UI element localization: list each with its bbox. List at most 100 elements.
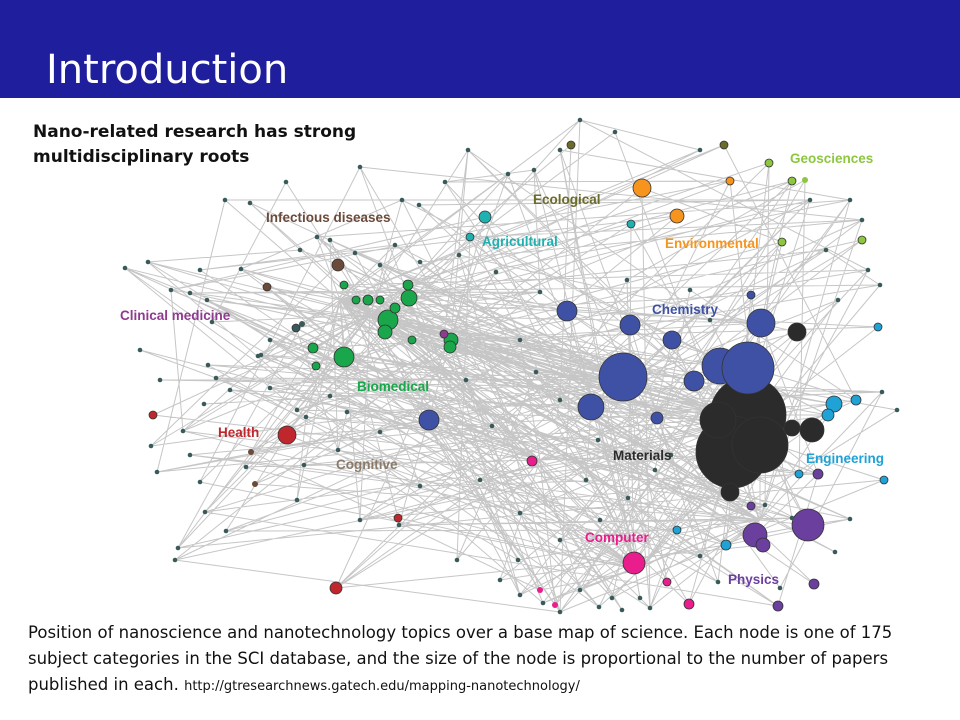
node-small-node xyxy=(505,171,511,177)
node-materials xyxy=(720,482,740,502)
node-small-node xyxy=(894,407,900,413)
node-environmental xyxy=(725,176,735,186)
label-cognitive: Cognitive xyxy=(336,457,398,472)
science-map: Geosciences Ecological Infectious diseas… xyxy=(120,117,900,615)
node-small-node xyxy=(647,605,653,611)
node-small-node xyxy=(707,317,713,323)
node-small-node xyxy=(668,452,674,458)
node-small-node xyxy=(314,234,320,240)
node-engineering xyxy=(720,539,732,551)
node-environmental xyxy=(669,208,685,224)
node-small-node xyxy=(595,437,601,443)
caption-text: Position of nanoscience and nanotechnolo… xyxy=(28,623,893,694)
node-agricultural xyxy=(626,219,636,229)
node-small-node xyxy=(823,247,829,253)
node-agricultural xyxy=(478,210,492,224)
node-small-node xyxy=(209,319,215,325)
node-small-node xyxy=(652,467,658,473)
node-biomedical xyxy=(362,294,374,306)
node-engineering xyxy=(873,322,883,332)
node-small-node xyxy=(807,197,813,203)
node-small-node xyxy=(865,267,871,273)
node-small-node xyxy=(463,377,469,383)
node-small-node xyxy=(517,592,523,598)
node-small-node xyxy=(303,414,309,420)
node-small-node xyxy=(294,407,300,413)
slide-header: Introduction xyxy=(0,0,960,98)
node-small-node xyxy=(238,266,244,272)
node-infectious xyxy=(262,282,272,292)
node-small-node xyxy=(255,353,261,359)
node-small-node xyxy=(877,282,883,288)
node-small-node xyxy=(697,553,703,559)
node-small-node xyxy=(213,375,219,381)
label-chemistry: Chemistry xyxy=(652,302,719,317)
node-small-node xyxy=(609,595,615,601)
node-small-node xyxy=(267,385,273,391)
node-small-node xyxy=(168,287,174,293)
node-geosciences xyxy=(787,176,797,186)
node-small-node xyxy=(687,287,693,293)
node-infectious xyxy=(252,481,258,487)
node-small-node xyxy=(454,557,460,563)
node-small-node xyxy=(537,289,543,295)
node-physics xyxy=(772,600,784,612)
node-chemistry xyxy=(577,393,605,421)
node-small-node xyxy=(299,321,305,327)
node-small-node xyxy=(416,202,422,208)
node-small-node xyxy=(223,528,229,534)
node-small-node xyxy=(531,167,537,173)
node-computer xyxy=(622,551,646,575)
node-materials xyxy=(787,322,807,342)
node-small-node xyxy=(762,502,768,508)
node-small-node xyxy=(879,389,885,395)
node-clinical xyxy=(439,329,449,339)
node-chemistry xyxy=(556,300,578,322)
node-chemistry xyxy=(418,409,440,431)
node-small-node xyxy=(137,347,143,353)
node-small-node xyxy=(515,557,521,563)
node-engineering xyxy=(879,475,889,485)
node-biomedical xyxy=(375,295,385,305)
node-small-node xyxy=(517,337,523,343)
node-chemistry xyxy=(650,411,664,425)
node-small-node xyxy=(352,250,358,256)
node-small-node xyxy=(145,259,151,265)
node-small-node xyxy=(205,362,211,368)
node-small-node xyxy=(557,609,563,615)
node-small-node xyxy=(187,290,193,296)
node-biomedical xyxy=(443,340,457,354)
node-environmental xyxy=(632,178,652,198)
node-small-node xyxy=(597,517,603,523)
node-health xyxy=(148,410,158,420)
node-small-node xyxy=(396,522,402,528)
label-infectious-diseases: Infectious diseases xyxy=(266,210,391,225)
node-geosciences xyxy=(802,177,808,183)
node-small-node xyxy=(637,595,643,601)
node-small-node xyxy=(619,607,625,613)
node-small-node xyxy=(201,401,207,407)
node-small-node xyxy=(847,197,853,203)
node-chemistry xyxy=(746,308,776,338)
node-computer xyxy=(537,587,543,593)
node-small-node xyxy=(294,497,300,503)
node-small-node xyxy=(283,179,289,185)
node-small-node xyxy=(624,277,630,283)
node-small-node xyxy=(344,409,350,415)
node-chemistry xyxy=(683,370,705,392)
node-physics xyxy=(791,508,825,542)
node-health xyxy=(329,581,343,595)
node-small-node xyxy=(417,259,423,265)
node-materials xyxy=(799,417,825,443)
node-materials xyxy=(699,401,737,439)
node-engineering xyxy=(821,408,835,422)
node-small-node xyxy=(489,423,495,429)
node-health xyxy=(277,425,297,445)
node-infectious xyxy=(331,258,345,272)
map-labels: Geosciences Ecological Infectious diseas… xyxy=(120,151,884,587)
node-small-node xyxy=(540,600,546,606)
node-biomedical xyxy=(389,302,401,314)
node-small-node xyxy=(517,510,523,516)
node-small-node xyxy=(377,429,383,435)
source-link[interactable]: http://gtresearchnews.gatech.edu/mapping… xyxy=(184,679,580,694)
